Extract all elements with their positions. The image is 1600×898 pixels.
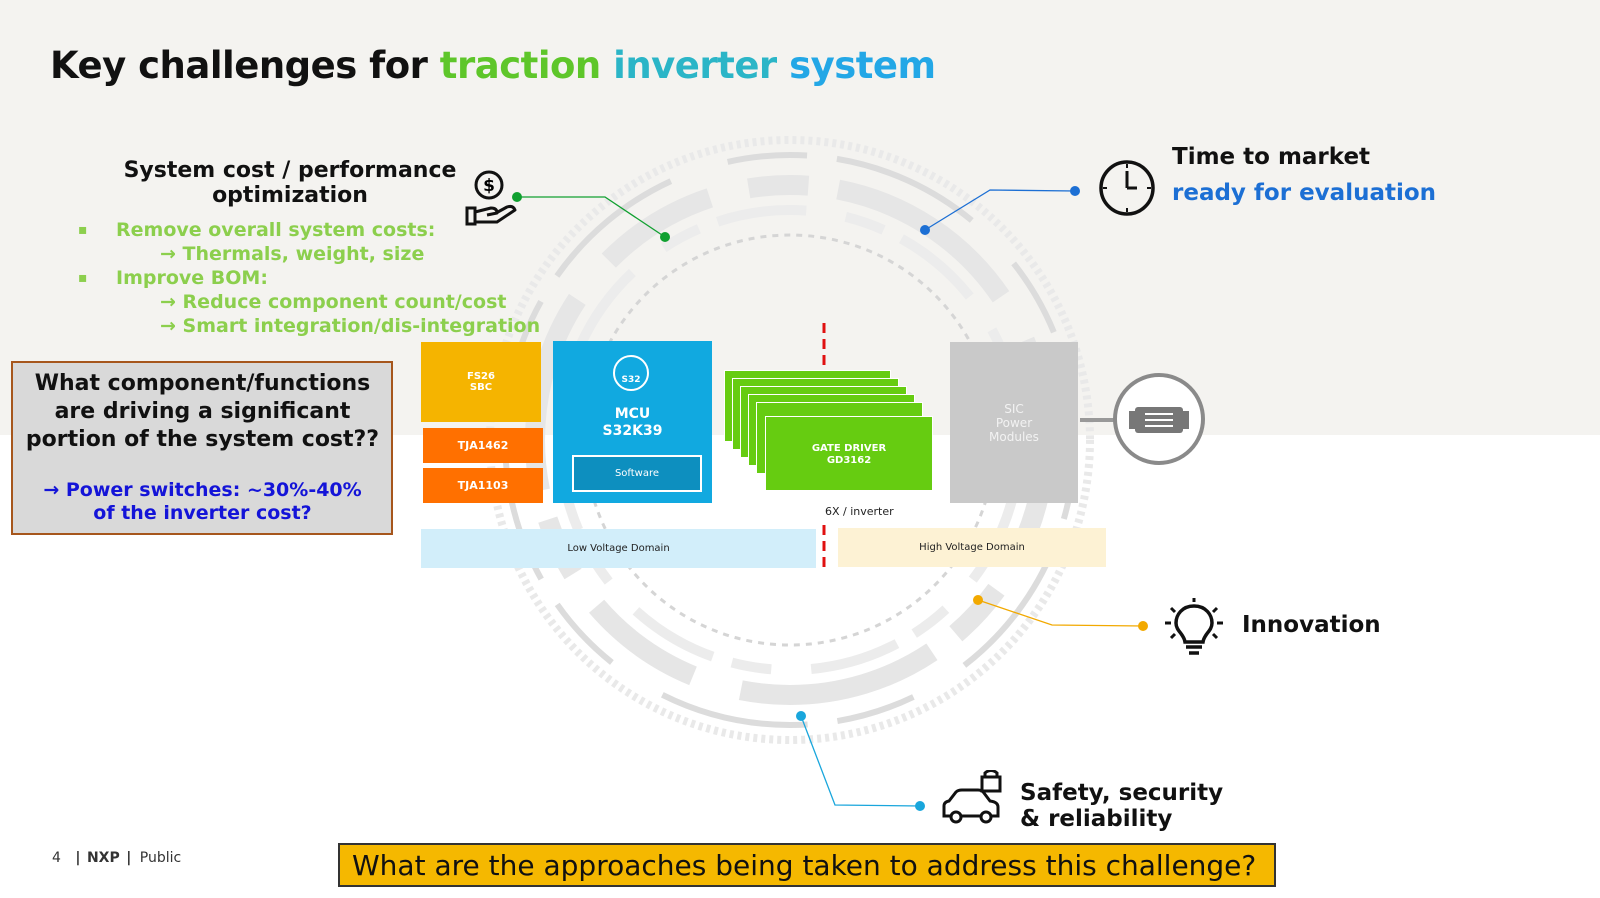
page-number: 4 [52, 850, 61, 866]
slide-title: Key challenges for traction inverter sys… [50, 44, 936, 87]
connector-time [924, 189, 1076, 231]
question-box [11, 361, 393, 535]
arrow-icon: → [160, 291, 176, 313]
title-word-traction: traction [439, 44, 601, 87]
software-block: Software [572, 455, 702, 492]
brand-name: NXP [86, 850, 120, 866]
sub-item-thermals: → Thermals, weight, size [160, 243, 425, 265]
mcu-label: MCU S32K39 [553, 406, 712, 440]
sub-item-integration: → Smart integration/dis-integration [160, 315, 541, 337]
connector-innovation [977, 599, 1144, 627]
answer-text: → Power switches: ~30%-40% of the invert… [43, 479, 362, 524]
innovation-label: Innovation [1242, 612, 1381, 638]
gate-count-label: 6X / inverter [825, 505, 894, 518]
sic-power-modules-block: SIC Power Modules [950, 342, 1078, 503]
gate-driver-part: GD3162 [826, 455, 872, 466]
cost-bullets: Remove overall system costs: → Thermals,… [78, 218, 540, 338]
gate-driver-title: GATE DRIVER [811, 443, 887, 454]
s32-badge-icon: S32 [613, 355, 649, 391]
connector-cost [517, 196, 666, 238]
mcu-part: S32K39 [602, 423, 663, 439]
svg-text:$: $ [483, 176, 495, 196]
clock-icon [1099, 160, 1155, 216]
time-to-market-title: Time to market [1172, 144, 1371, 170]
tja1462-block: TJA1462 [423, 428, 543, 463]
connector-safety [800, 715, 921, 807]
high-voltage-domain: High Voltage Domain [838, 528, 1106, 567]
bottom-question-bar: What are the approaches being taken to a… [338, 843, 1276, 887]
fs26-sbc-block: FS26 SBC [421, 342, 541, 422]
motor-icon [1113, 373, 1205, 465]
title-prefix: Key challenges for [50, 44, 440, 87]
bullet-improve-bom: Improve BOM: [78, 266, 540, 290]
arrow-icon: → [160, 315, 176, 337]
cost-title: System cost / performance optimization [123, 158, 457, 208]
arrow-icon: → [160, 243, 176, 265]
mcu-title: MCU [614, 406, 651, 422]
low-voltage-domain: Low Voltage Domain [421, 529, 816, 568]
bullet-remove-costs: Remove overall system costs: [78, 218, 540, 242]
car-lock-icon [942, 770, 1002, 824]
time-to-market-subtitle: ready for evaluation [1172, 180, 1437, 206]
title-word-inverter: inverter [613, 44, 777, 87]
tja1103-block: TJA1103 [423, 468, 543, 503]
safety-label: Safety, security & reliability [1020, 780, 1223, 832]
safety-line1: Safety, security [1020, 780, 1224, 806]
classification: Public [139, 850, 182, 866]
safety-line2: & reliability [1020, 806, 1173, 832]
lightbulb-icon [1165, 598, 1223, 655]
gate-driver-block: GATE DRIVER GD3162 [765, 416, 933, 491]
arrow-icon: → [43, 479, 60, 501]
title-word-system: system [789, 44, 936, 87]
slide-footer: 4 | NXP | Public [52, 850, 182, 866]
question-text: What component/functions are driving a s… [25, 371, 380, 452]
sub-item-reduce: → Reduce component count/cost [160, 291, 507, 313]
